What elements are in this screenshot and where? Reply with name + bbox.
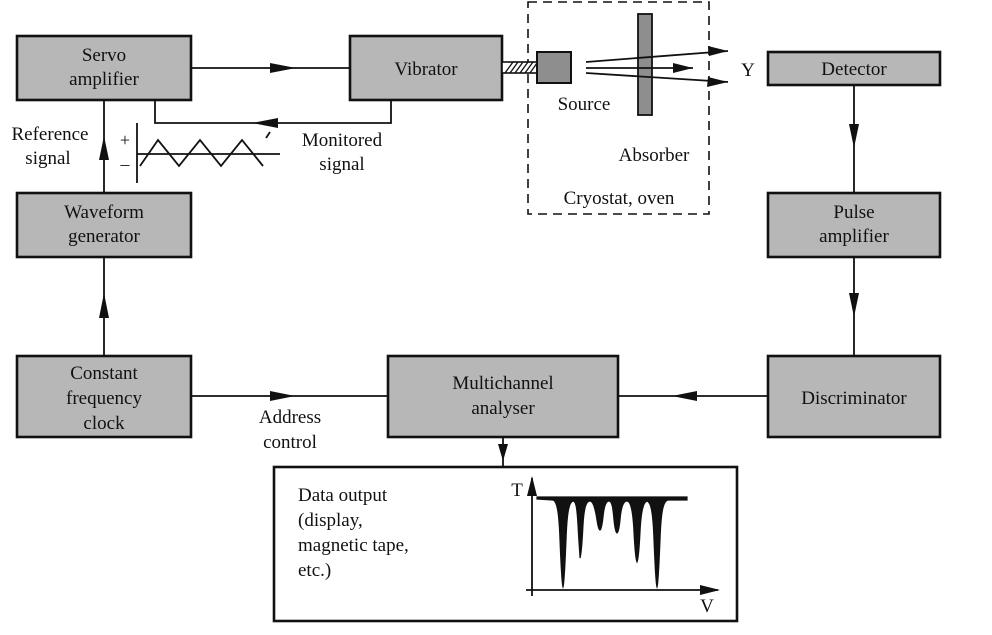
address-control-label-2: control — [263, 432, 317, 453]
reference-signal-arrow — [99, 100, 109, 193]
reference-signal-label-1: Reference — [12, 124, 89, 145]
triangle-waveform-sketch — [136, 123, 280, 183]
waveform-generator-label-2: generator — [68, 226, 140, 247]
multichannel-analyser-block: Multichannel analyser — [386, 354, 620, 439]
source-block — [536, 51, 572, 84]
clock-label-2: frequency — [66, 388, 142, 409]
clock-to-waveform-arrow — [99, 257, 109, 356]
gamma-ray-beams — [585, 46, 729, 87]
constant-frequency-clock-block: Constant frequency clock — [15, 354, 193, 439]
pulse-amplifier-label-1: Pulse — [833, 202, 874, 223]
vibrator-block: Vibrator — [348, 34, 504, 102]
servo-amplifier-label-1: Servo — [82, 45, 126, 66]
mossbauer-spectrum-curve — [536, 496, 688, 589]
servo-to-vibrator-arrow — [191, 63, 350, 73]
axis-t-label: T — [511, 480, 523, 501]
absorber-label: Absorber — [619, 145, 690, 166]
reference-signal-label-2: signal — [25, 148, 70, 169]
monitored-signal-label-2: signal — [319, 154, 364, 175]
detector-to-pulse-arrow — [849, 85, 859, 193]
cryostat-label: Cryostat, oven — [564, 188, 675, 209]
discriminator-label: Discriminator — [801, 388, 907, 409]
pulse-amplifier-block: Pulse amplifier — [766, 191, 942, 259]
spectrum-axes — [526, 476, 720, 596]
waveform-generator-label-1: Waveform — [64, 202, 144, 223]
analyser-label-1: Multichannel — [452, 373, 553, 394]
address-control-arrow — [191, 391, 388, 401]
monitored-signal-label-1: Monitored — [302, 130, 383, 151]
data-output-line-4: etc.) — [298, 560, 331, 581]
detector-label: Detector — [821, 59, 887, 80]
plus-sign: + — [120, 130, 130, 150]
analyser-label-2: analyser — [471, 398, 535, 419]
data-output-line-3: magnetic tape, — [298, 535, 409, 556]
discriminator-block: Discriminator — [766, 354, 942, 439]
data-output-line-2: (display, — [298, 510, 363, 531]
cryostat-dashed-enclosure — [527, 1, 710, 215]
discriminator-to-analyser-arrow — [618, 391, 768, 401]
drive-rod-hatch — [504, 61, 538, 74]
data-output-panel: Data output (display, magnetic tape, etc… — [272, 465, 739, 623]
clock-label-3: clock — [83, 413, 125, 434]
absorber-plate — [637, 13, 653, 116]
pulse-to-discriminator-arrow — [849, 257, 859, 356]
source-label: Source — [558, 94, 611, 115]
servo-amplifier-block: Servo amplifier — [15, 34, 193, 102]
pulse-amplifier-label-2: amplifier — [819, 226, 889, 247]
data-output-line-1: Data output — [298, 485, 388, 506]
analyser-to-output-arrow — [498, 437, 508, 467]
address-control-label-1: Address — [259, 407, 321, 428]
servo-amplifier-label-2: amplifier — [69, 69, 139, 90]
detector-block: Detector — [766, 50, 942, 87]
axis-v-label: V — [700, 596, 714, 617]
vibrator-label: Vibrator — [394, 59, 458, 80]
monitored-signal-line — [154, 100, 392, 128]
waveform-generator-block: Waveform generator — [15, 191, 193, 259]
clock-label-1: Constant — [70, 363, 138, 384]
gamma-y-label: Y — [741, 60, 755, 81]
minus-sign: – — [120, 154, 131, 174]
